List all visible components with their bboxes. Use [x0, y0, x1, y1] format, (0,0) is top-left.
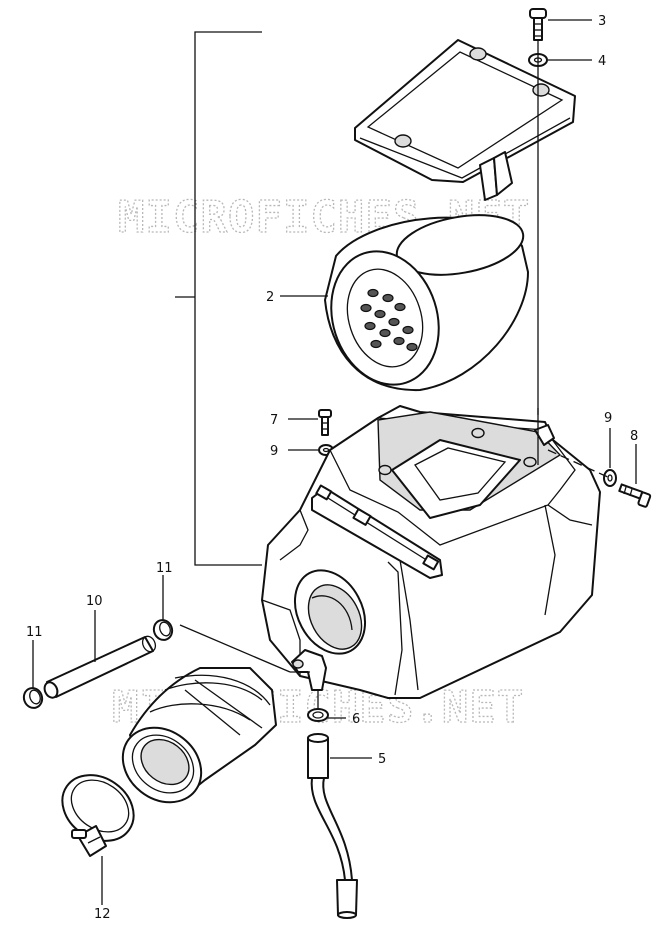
screw-part-8	[618, 483, 652, 508]
intake-boot	[121, 667, 277, 804]
callout-label-2: 2	[266, 290, 274, 305]
washer-part-9-right	[603, 469, 617, 487]
assembly-bracket	[175, 31, 262, 566]
callout-3: 3	[548, 14, 606, 29]
callout-label-12: 12	[94, 907, 111, 922]
screw-part-7	[318, 409, 332, 436]
air-filter-element	[324, 214, 529, 392]
callout-5: 5	[330, 752, 386, 767]
callout-7: 7	[270, 413, 318, 428]
callout-label-5: 5	[378, 752, 386, 767]
callout-label-8: 8	[630, 429, 638, 444]
breather-tube-part-10	[43, 635, 157, 699]
callout-label-4: 4	[598, 54, 606, 69]
callout-label-10: 10	[86, 594, 103, 609]
callout-8: 8	[630, 429, 638, 484]
air-cleaner-case	[261, 405, 601, 699]
callout-label-3: 3	[598, 14, 606, 29]
callout-4: 4	[548, 54, 606, 69]
clip-part-11-left	[22, 687, 44, 709]
filter-perforations	[360, 288, 418, 352]
callout-2: 2	[266, 290, 328, 305]
callout-label-6: 6	[352, 712, 360, 727]
clip-part-6	[307, 708, 329, 722]
callout-label-11-left: 11	[26, 625, 43, 640]
callout-11-left: 11	[26, 625, 43, 688]
callout-9-left: 9	[270, 444, 318, 459]
air-cleaner-cover	[354, 39, 576, 201]
callout-6: 6	[328, 712, 360, 727]
hose-clamp-part-12	[61, 774, 135, 857]
callout-label-9-left: 9	[270, 444, 278, 459]
callout-10: 10	[86, 594, 103, 662]
drain-hose-part-5	[307, 733, 358, 919]
callout-label-7: 7	[270, 413, 278, 428]
guide-line-drain	[179, 624, 291, 673]
guide-line-right-screw	[547, 449, 611, 479]
callout-label-11-right: 11	[156, 561, 173, 576]
clip-part-11-right	[152, 619, 174, 641]
callout-11-right: 11	[156, 561, 173, 620]
screw-part-3	[529, 8, 547, 41]
callout-label-9-right: 9	[604, 411, 612, 426]
callout-9-right: 9	[604, 411, 612, 468]
callout-12: 12	[94, 856, 111, 922]
